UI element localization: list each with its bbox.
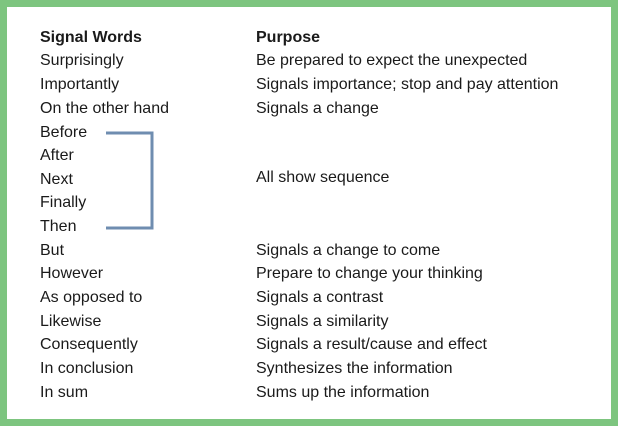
signal-word-finally: Finally (40, 194, 87, 211)
purpose-in-conclusion: Synthesizes the information (256, 360, 453, 377)
signal-word-however: However (40, 265, 104, 282)
signal-word-likewise: Likewise (40, 313, 102, 330)
signal-word-before: Before (40, 124, 88, 141)
signal-word-next: Next (40, 171, 73, 188)
signal-word-in-conclusion: In conclusion (40, 360, 134, 377)
signal-word-as-opposed-to: As opposed to (40, 289, 143, 306)
purpose-but: Signals a change to come (256, 242, 441, 259)
signal-word-on-the-other-hand: On the other hand (40, 100, 169, 117)
signal-word-surprisingly: Surprisingly (40, 52, 124, 69)
signal-word-then: Then (40, 218, 77, 235)
purpose-however: Prepare to change your thinking (256, 265, 483, 282)
purpose-likewise: Signals a similarity (256, 313, 389, 330)
signal-word-after: After (40, 147, 74, 164)
signal-word-in-sum: In sum (40, 384, 89, 401)
purpose-on-the-other-hand: Signals a change (256, 100, 379, 117)
signal-word-but: But (40, 242, 65, 259)
signal-word-consequently: Consequently (40, 336, 138, 353)
purpose-importantly: Signals importance; stop and pay attenti… (256, 76, 559, 93)
sequence-bracket (106, 131, 154, 230)
purpose-sequence-group: All show sequence (256, 169, 390, 186)
signal-word-importantly: Importantly (40, 76, 120, 93)
column-header-purpose: Purpose (256, 29, 321, 46)
purpose-surprisingly: Be prepared to expect the unexpected (256, 52, 528, 69)
purpose-in-sum: Sums up the information (256, 384, 430, 401)
purpose-as-opposed-to: Signals a contrast (256, 289, 384, 306)
column-header-signal-words: Signal Words (40, 29, 142, 46)
purpose-consequently: Signals a result/cause and effect (256, 336, 487, 353)
